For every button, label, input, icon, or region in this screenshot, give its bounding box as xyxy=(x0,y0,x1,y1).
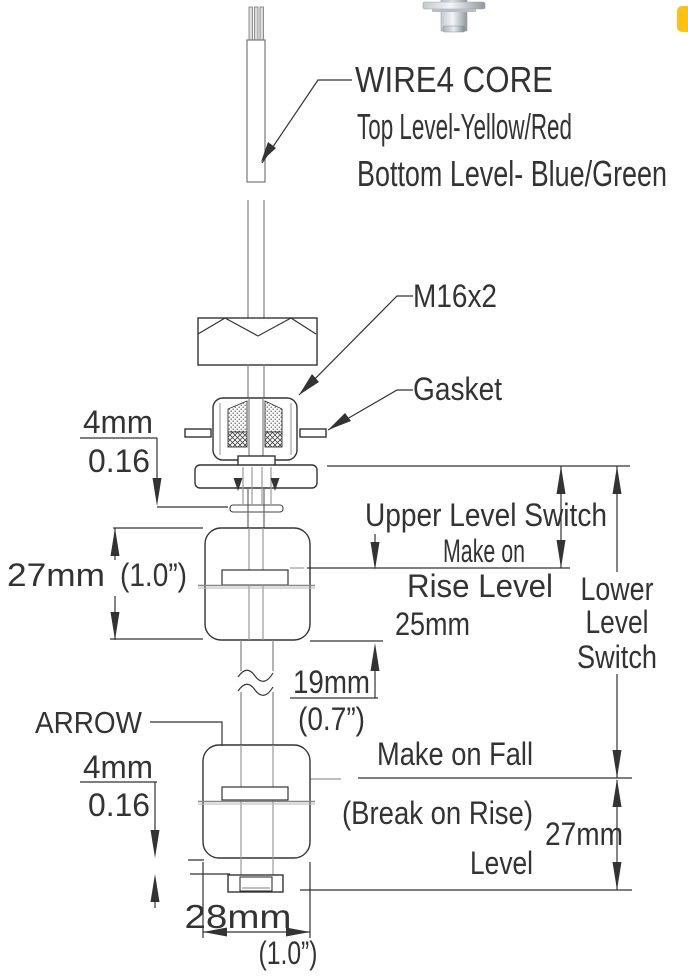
mounting-flange xyxy=(194,464,318,513)
dim-gland-gap-in: 0.16 xyxy=(88,443,150,479)
lower-switch-word1: Lower xyxy=(581,571,654,607)
lower-switch-word3: Switch xyxy=(577,639,657,675)
upper-float xyxy=(198,527,315,641)
gasket-label: Gasket xyxy=(413,371,502,407)
dim-upper-float-height: 27mm (1.0”) xyxy=(7,527,203,640)
dim-rise-offset: 25mm xyxy=(395,466,566,642)
wire-core-callout: WIRE4 CORE Top Level-Yellow/Red Bottom L… xyxy=(261,59,667,194)
break-squiggle-bottom xyxy=(237,683,274,696)
end-cap xyxy=(227,874,284,893)
wire-core-bottom-level: Bottom Level- Blue/Green xyxy=(357,153,667,194)
wire-core-title: WIRE4 CORE xyxy=(355,59,553,100)
dim-float-width: 28mm (1.0”) xyxy=(185,862,318,971)
wire-core-top-level: Top Level-Yellow/Red xyxy=(357,106,572,147)
fall-line1: Make on Fall xyxy=(377,736,533,772)
wire-tip-arrow-left xyxy=(233,478,243,491)
dim-rise-offset-label: 25mm xyxy=(395,606,470,642)
gland-seal-left xyxy=(227,431,248,448)
lower-switch-word2: Level xyxy=(586,604,649,640)
upper-switch-line3: Rise Level xyxy=(407,568,553,604)
dim-upper-float-in: (1.0”) xyxy=(120,557,187,593)
thread-label: M16x2 xyxy=(413,278,497,314)
gasket-wing-left xyxy=(184,428,212,438)
lower-float xyxy=(198,744,315,875)
product-photo xyxy=(422,0,486,33)
arrow-label: ARROW xyxy=(35,705,143,740)
gasket-wing-right xyxy=(299,428,327,438)
wire-tip-arrow-right xyxy=(270,478,280,491)
stem-washer xyxy=(229,504,284,513)
gland-seal-right xyxy=(264,431,283,448)
lower-float-switch-body xyxy=(221,786,289,801)
dim-cap-gap-mm: 4mm xyxy=(83,749,153,785)
dim-float-width-in: (1.0”) xyxy=(259,935,318,971)
dim-cap-gap-in: 0.16 xyxy=(88,787,150,823)
dim-drop-mm: 19mm xyxy=(293,664,370,700)
yellow-tab[interactable] xyxy=(677,6,688,32)
dim-lower-span: 27mm xyxy=(545,779,623,890)
lower-stem xyxy=(237,640,274,745)
thread-callout: M16x2 xyxy=(298,278,497,396)
upper-switch-line1: Upper Level Switch xyxy=(365,497,607,533)
dim-drop: 19mm (0.7”) xyxy=(290,534,383,737)
upper-float-switch-body xyxy=(221,569,289,586)
arrow-callout: ARROW xyxy=(35,705,223,746)
hex-nut xyxy=(197,317,318,366)
fall-line2: (Break on Rise) xyxy=(342,795,533,831)
dim-cap-gap: 4mm 0.16 xyxy=(80,749,230,908)
cable xyxy=(246,6,266,318)
dim-float-width-mm: 28mm xyxy=(185,898,292,935)
upper-switch-line2: Make on xyxy=(443,533,525,569)
upper-stem xyxy=(247,488,265,528)
dim-drop-in: (0.7”) xyxy=(298,701,365,737)
dim-gland-gap: 4mm 0.16 xyxy=(80,404,228,508)
dim-gland-gap-mm: 4mm xyxy=(83,404,153,440)
dim-lower-level-switch: Lower Level Switch xyxy=(577,466,657,778)
dim-lower-span-label: 27mm xyxy=(545,816,623,852)
upper-switch-labels: Upper Level Switch Make on Rise Level xyxy=(365,497,607,604)
gasket-callout: Gasket xyxy=(327,371,502,431)
dim-upper-float-mm: 27mm xyxy=(7,557,105,593)
break-squiggle-top xyxy=(237,669,274,682)
fall-labels: Make on Fall (Break on Rise) Level xyxy=(342,736,533,881)
leader-arrowhead xyxy=(261,142,276,162)
fall-line3: Level xyxy=(470,845,533,881)
cable-gland xyxy=(184,365,327,468)
